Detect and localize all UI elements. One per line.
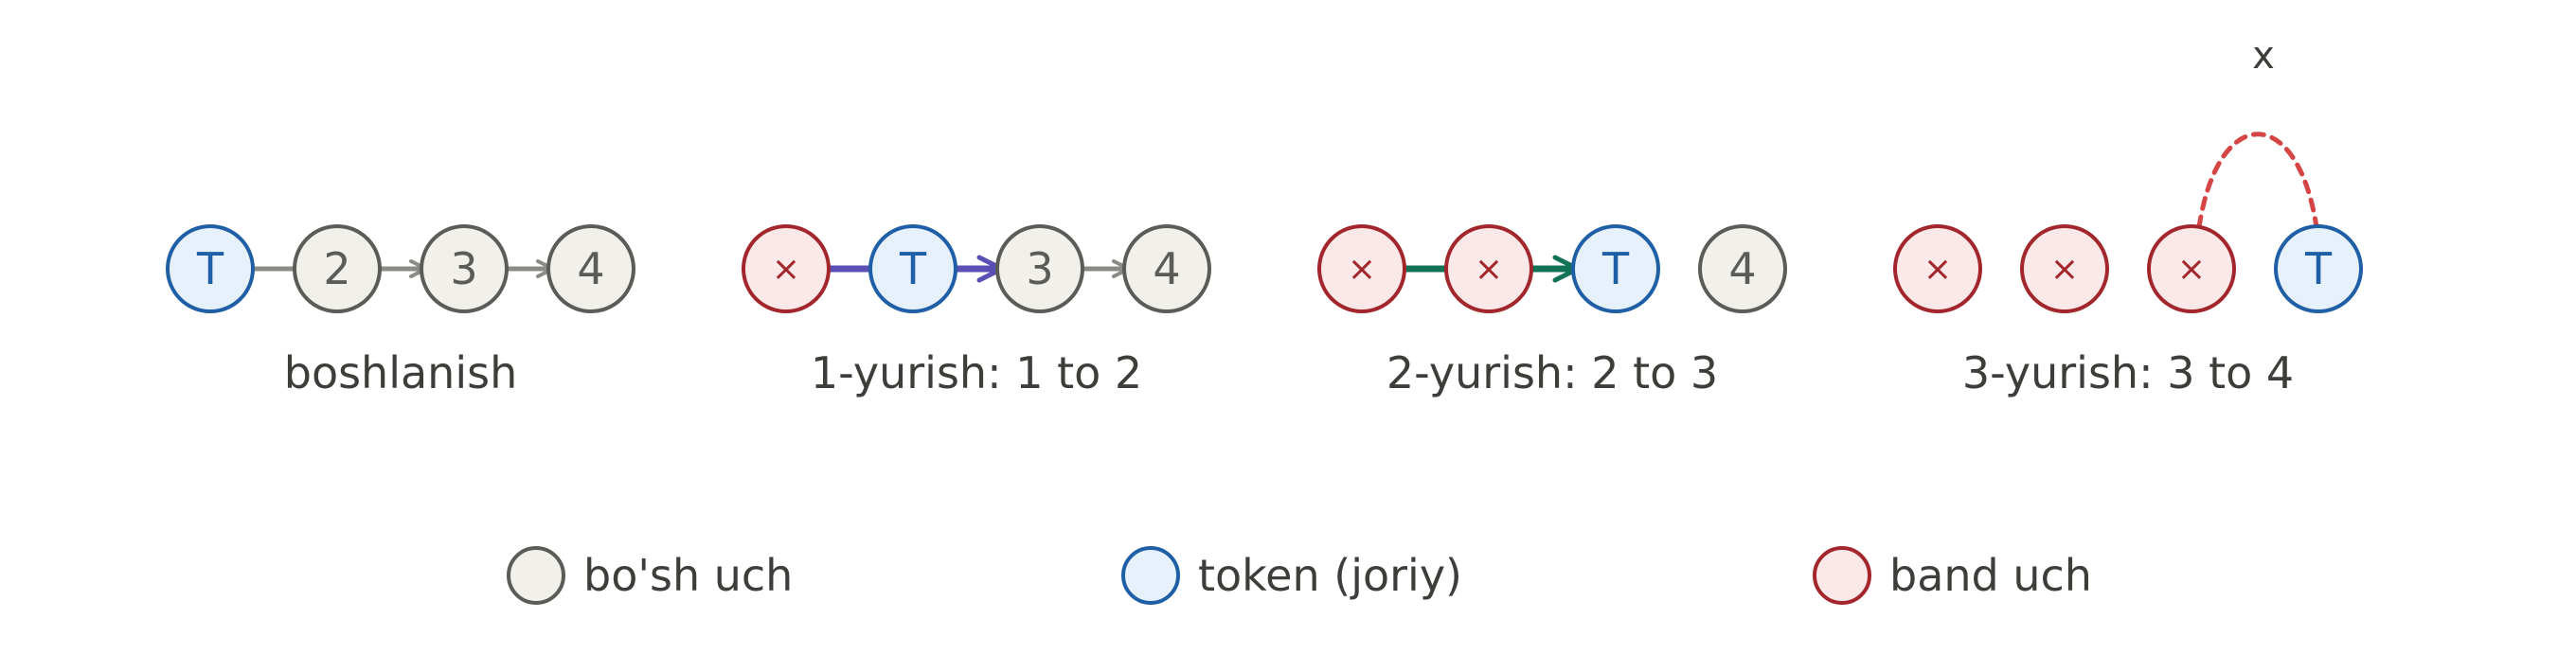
node-label: 3 bbox=[450, 243, 477, 294]
node-circle bbox=[546, 224, 635, 313]
node-label: × bbox=[1475, 250, 1503, 289]
legend-label: bo'sh uch bbox=[583, 550, 793, 601]
node-free: 4 bbox=[1698, 224, 1787, 313]
node-circle bbox=[742, 224, 831, 313]
node-token: T bbox=[2274, 224, 2363, 313]
node-label: 3 bbox=[1026, 243, 1053, 294]
node-label: 4 bbox=[1728, 243, 1756, 294]
node-token: T bbox=[1571, 224, 1660, 313]
node-busy: × bbox=[1444, 224, 1533, 313]
stage-3: × × T 4 2-yurish: 2 to 3 bbox=[1317, 224, 1787, 398]
node-label: T bbox=[1601, 243, 1630, 294]
stage-1: T 2 3 4 boshlanish bbox=[166, 224, 635, 398]
node-busy: × bbox=[1893, 224, 1982, 313]
stages: T 2 3 4 boshlanish × T 3 4 1-yurish: 1 to 2 × × T 4 2-… bbox=[166, 34, 2363, 398]
node-circle bbox=[2274, 224, 2363, 313]
stage-caption: 1-yurish: 1 to 2 bbox=[811, 347, 1142, 398]
node-circle bbox=[420, 224, 509, 313]
node-circle bbox=[1444, 224, 1533, 313]
legend-swatch bbox=[1121, 546, 1180, 605]
legend-label: band uch bbox=[1889, 550, 2092, 601]
node-busy: × bbox=[1317, 224, 1406, 313]
node-free: 4 bbox=[1122, 224, 1211, 313]
node-label: × bbox=[1348, 250, 1376, 289]
edge-dashed-arc bbox=[2196, 132, 2319, 230]
node-circle bbox=[1571, 224, 1660, 313]
node-label: T bbox=[196, 243, 224, 294]
node-label: T bbox=[2304, 243, 2333, 294]
arc-label: x bbox=[2252, 34, 2275, 78]
stage-caption: boshlanish bbox=[284, 347, 518, 398]
node-circle bbox=[2147, 224, 2236, 313]
stage-caption: 2-yurish: 2 to 3 bbox=[1386, 347, 1718, 398]
node-free: 3 bbox=[995, 224, 1084, 313]
node-busy: × bbox=[2147, 224, 2236, 313]
stage-caption: 3-yurish: 3 to 4 bbox=[1962, 347, 2294, 398]
node-free: 2 bbox=[293, 224, 382, 313]
node-token: T bbox=[868, 224, 957, 313]
node-label: T bbox=[899, 243, 927, 294]
legend-item-free: bo'sh uch bbox=[507, 546, 793, 605]
node-label: 4 bbox=[1153, 243, 1180, 294]
node-circle bbox=[2020, 224, 2109, 313]
stage-4: x × × × T 3-yurish: 3 to 4 bbox=[1893, 34, 2363, 398]
legend-swatch bbox=[507, 546, 565, 605]
node-label: × bbox=[2177, 250, 2206, 289]
legend-swatch bbox=[1813, 546, 1871, 605]
node-label: × bbox=[2050, 250, 2079, 289]
node-circle bbox=[293, 224, 382, 313]
legend-item-token: token (joriy) bbox=[1121, 546, 1462, 605]
node-free: 4 bbox=[546, 224, 635, 313]
legend-item-busy: band uch bbox=[1813, 546, 2092, 605]
node-busy: × bbox=[2020, 224, 2109, 313]
node-circle bbox=[1122, 224, 1211, 313]
node-free: 3 bbox=[420, 224, 509, 313]
node-busy: × bbox=[742, 224, 831, 313]
node-label: 4 bbox=[577, 243, 604, 294]
node-label: × bbox=[1923, 250, 1952, 289]
legend-label: token (joriy) bbox=[1198, 550, 1462, 601]
stage-2: × T 3 4 1-yurish: 1 to 2 bbox=[742, 224, 1211, 398]
node-token: T bbox=[166, 224, 255, 313]
node-circle bbox=[166, 224, 255, 313]
legend: bo'sh uch token (joriy) band uch bbox=[507, 546, 2092, 605]
node-circle bbox=[995, 224, 1084, 313]
node-circle bbox=[1317, 224, 1406, 313]
node-label: × bbox=[772, 250, 800, 289]
node-circle bbox=[1893, 224, 1982, 313]
node-circle bbox=[868, 224, 957, 313]
node-label: 2 bbox=[323, 243, 350, 294]
node-circle bbox=[1698, 224, 1787, 313]
